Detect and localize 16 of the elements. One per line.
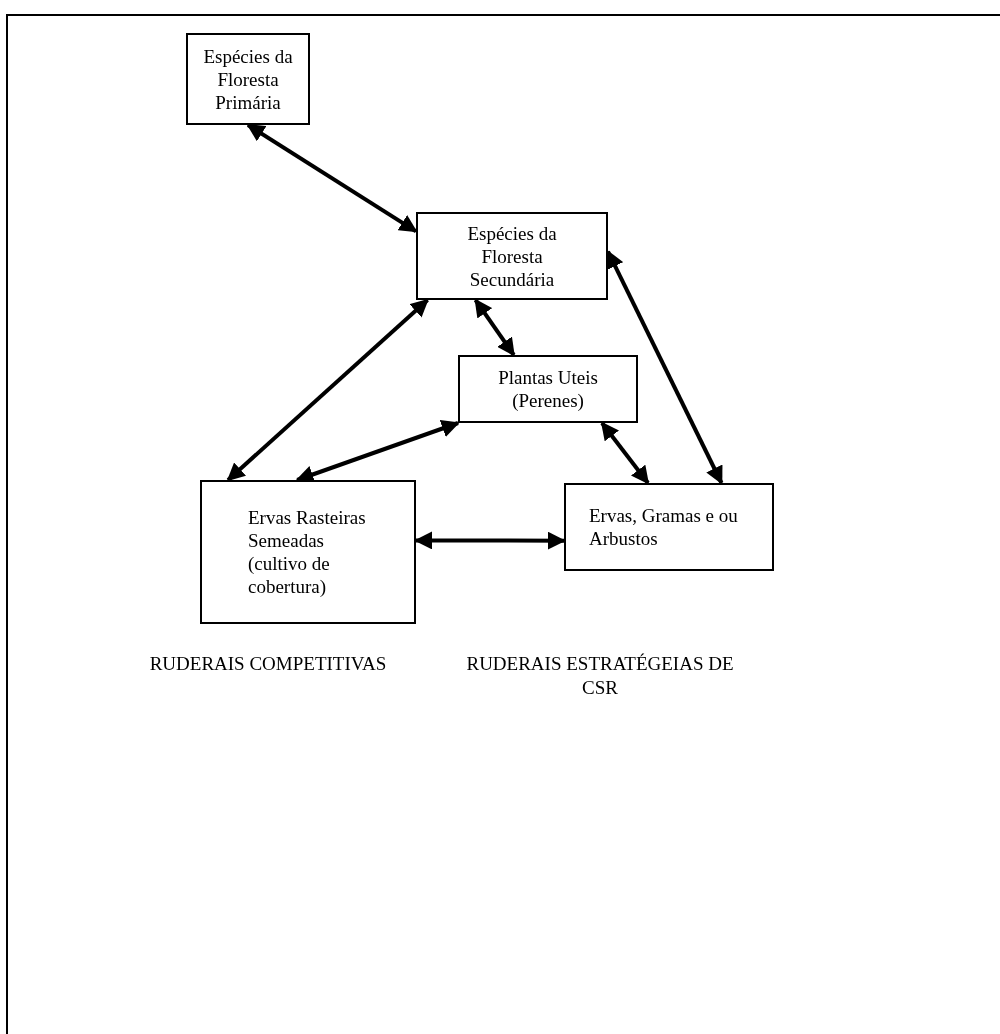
node-text: Espécies da Floresta Primária: [202, 44, 294, 114]
strategy-label: RUDERAIS ESTRATÉGEIAS DE CSR: [465, 652, 735, 700]
process-box: [564, 483, 774, 571]
node-text: Ervas, Gramas e ou Arbustos: [589, 504, 739, 550]
double-arrow: [246, 123, 418, 234]
strategy-label: RUDERAIS COMPETITIVAS: [148, 652, 388, 676]
process-box: [186, 33, 310, 125]
double-arrow: [473, 298, 516, 357]
node-text: Plantas Uteis (Perenes): [497, 366, 599, 412]
double-arrow: [226, 298, 429, 482]
node-text: Espécies da Floresta Secundária: [466, 221, 558, 291]
process-box: [200, 480, 416, 624]
double-arrow: [600, 421, 650, 485]
process-box: [416, 212, 608, 300]
process-box: [458, 355, 638, 423]
node-text: Ervas Rasteiras Semeadas (cultivo de cobertura): [248, 506, 367, 598]
